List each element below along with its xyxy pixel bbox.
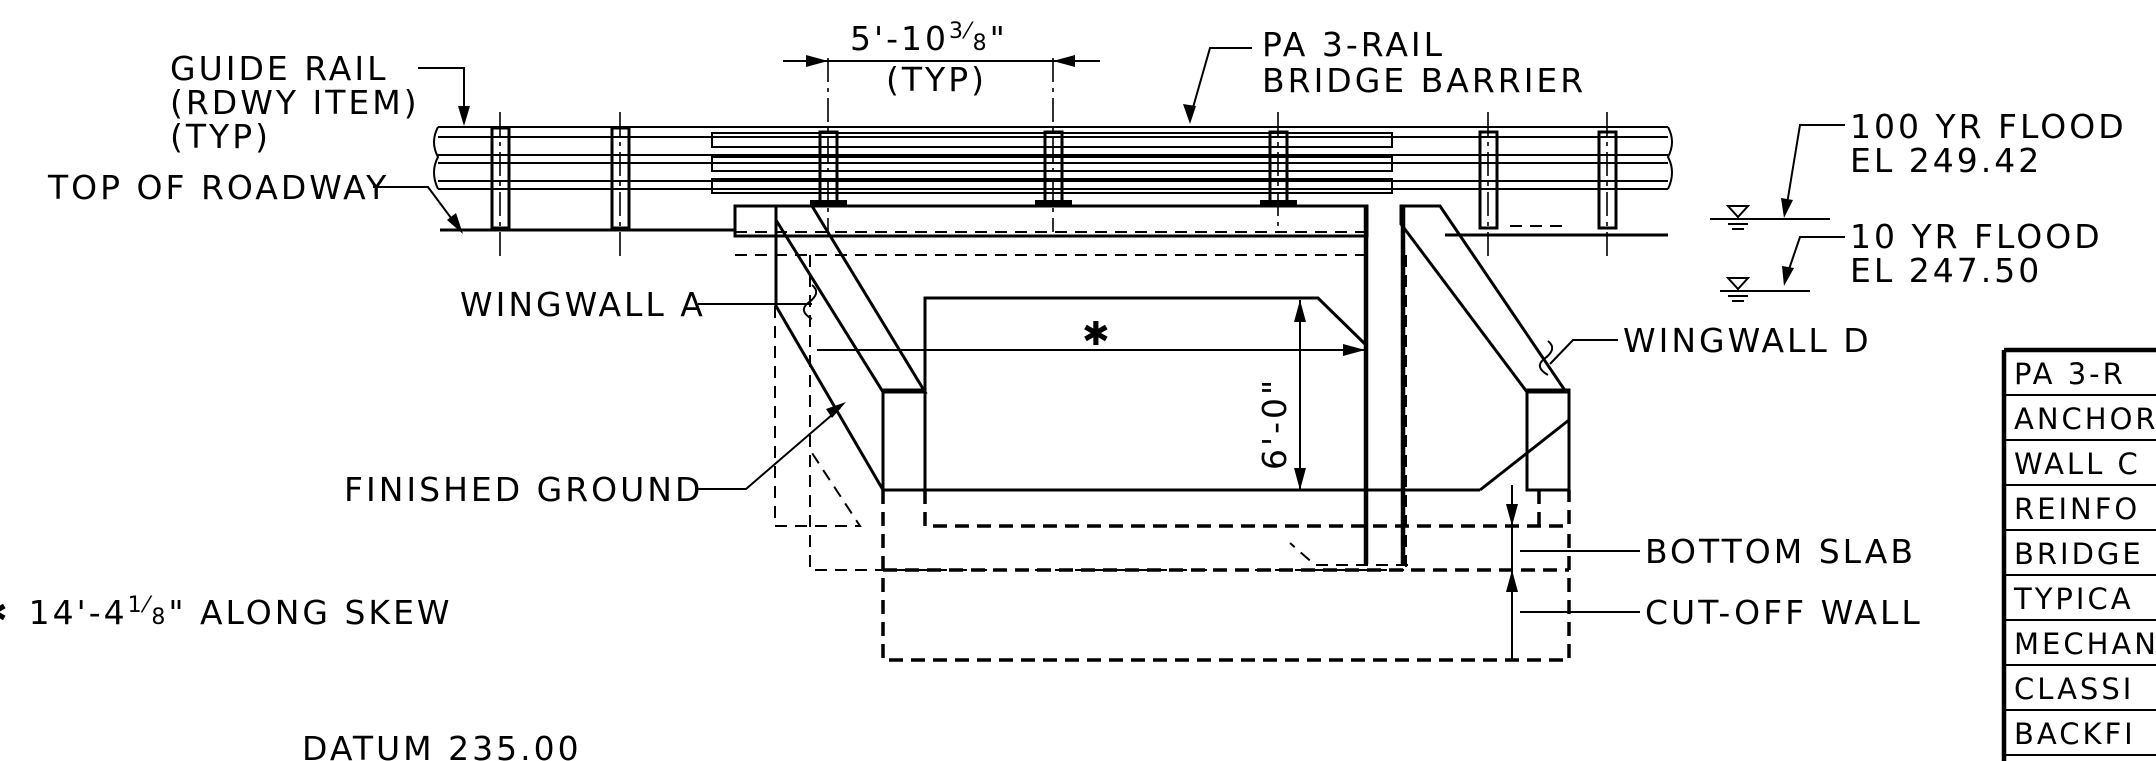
dimensions-and-leaders — [373, 47, 1845, 660]
table-row: WALL C — [2014, 447, 2141, 481]
datum-label: DATUM 235.00 — [302, 729, 582, 761]
guide-rail-and-barrier — [433, 58, 1673, 262]
bottom-slab-label: BOTTOM SLAB — [1645, 532, 1916, 571]
wingwall-a-label: WINGWALL A — [460, 285, 706, 324]
finished-ground-label: FINISHED GROUND — [344, 470, 703, 509]
flood-10-label: 10 YR FLOOD — [1850, 217, 2103, 256]
water-level-symbol — [1710, 205, 1830, 230]
spacing-dimension: 5'-103⁄8" — [850, 19, 1008, 58]
notes-table: PA 3-R ANCHOR WALL C REINFO BRIDGE TYPIC… — [2001, 347, 2156, 761]
culvert-structure — [733, 204, 1571, 662]
annotation-labels: GUIDE RAIL (RDWY ITEM) (TYP) TOP OF ROAD… — [0, 19, 2127, 761]
table-row: BRIDGE — [2014, 537, 2144, 571]
skew-dimension-marker: ✱ — [1082, 314, 1113, 353]
guide-rail-label: (TYP) — [170, 117, 271, 156]
wingwall-d-label: WINGWALL D — [1623, 321, 1872, 360]
table-row: BACKFI — [2014, 717, 2136, 751]
skew-note: ✱14'-41⁄8" ALONG SKEW — [0, 593, 453, 632]
barrier-label: BRIDGE BARRIER — [1262, 61, 1586, 100]
table-row: CLASSI — [2014, 672, 2134, 706]
guide-rail-label: (RDWY ITEM) — [170, 83, 420, 122]
table-row: TYPICA — [2013, 582, 2134, 616]
spacing-dimension-typ: (TYP) — [886, 60, 987, 99]
flood-10-elev: EL 247.50 — [1850, 251, 2042, 290]
top-of-roadway-label: TOP OF ROADWAY — [47, 168, 389, 207]
barrier-label: PA 3-RAIL — [1262, 25, 1445, 64]
guide-rail-label: GUIDE RAIL — [170, 49, 389, 88]
flood-100-label: 100 YR FLOOD — [1850, 107, 2127, 146]
cutoff-wall-label: CUT-OFF WALL — [1645, 593, 1923, 632]
height-dimension: 6'-0" — [1255, 377, 1294, 470]
table-row: MECHAN — [2014, 627, 2156, 661]
rail-posts — [490, 58, 1618, 262]
flood-100-elev: EL 249.42 — [1850, 141, 2042, 180]
table-row: PA 3-R — [2014, 357, 2126, 391]
table-row: ANCHOR — [2014, 402, 2156, 436]
water-level-symbol — [1720, 277, 1810, 302]
table-row: REINFO — [2014, 492, 2140, 526]
